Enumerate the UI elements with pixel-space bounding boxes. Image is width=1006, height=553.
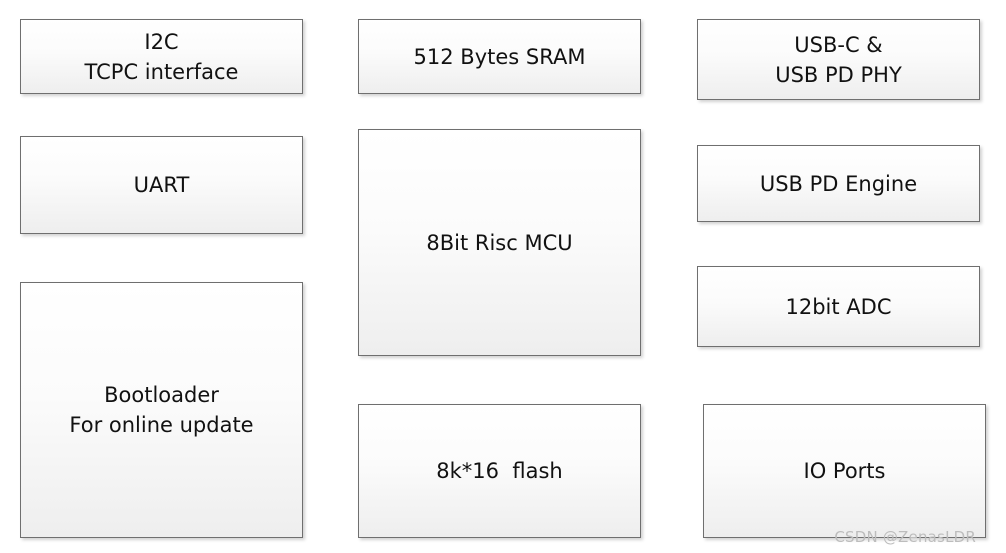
block-label: TCPC interface [84,59,239,84]
block-label: Bootloader [104,383,219,407]
i2c-tcpc-interface-block: I2C TCPC interface [20,19,303,94]
usb-c-pd-phy-block: USB-C & USB PD PHY [697,19,980,100]
block-label: UART [133,173,190,197]
block-label: IO Ports [803,459,886,483]
usb-pd-engine-block: USB PD Engine [697,145,980,222]
adc-block: 12bit ADC [697,266,980,347]
block-label: 8Bit Risc MCU [426,230,573,255]
block-label: USB-C & [794,32,883,57]
block-label: USB PD PHY [775,62,902,87]
io-ports-block: IO Ports [703,404,986,538]
block-label: For online update [69,413,254,437]
uart-block: UART [20,136,303,234]
watermark: CSDN @ZenasLDR [834,528,976,546]
block-label: I2C [144,29,179,54]
block-label: 8k*16 flash [436,459,563,483]
block-label: USB PD Engine [759,171,918,196]
flash-block: 8k*16 flash [358,404,641,538]
block-label: 12bit ADC [785,294,892,319]
block-label: 512 Bytes SRAM [413,44,586,69]
mcu-block: 8Bit Risc MCU [358,129,641,356]
sram-block: 512 Bytes SRAM [358,19,641,94]
bootloader-block: Bootloader For online update [20,282,303,538]
